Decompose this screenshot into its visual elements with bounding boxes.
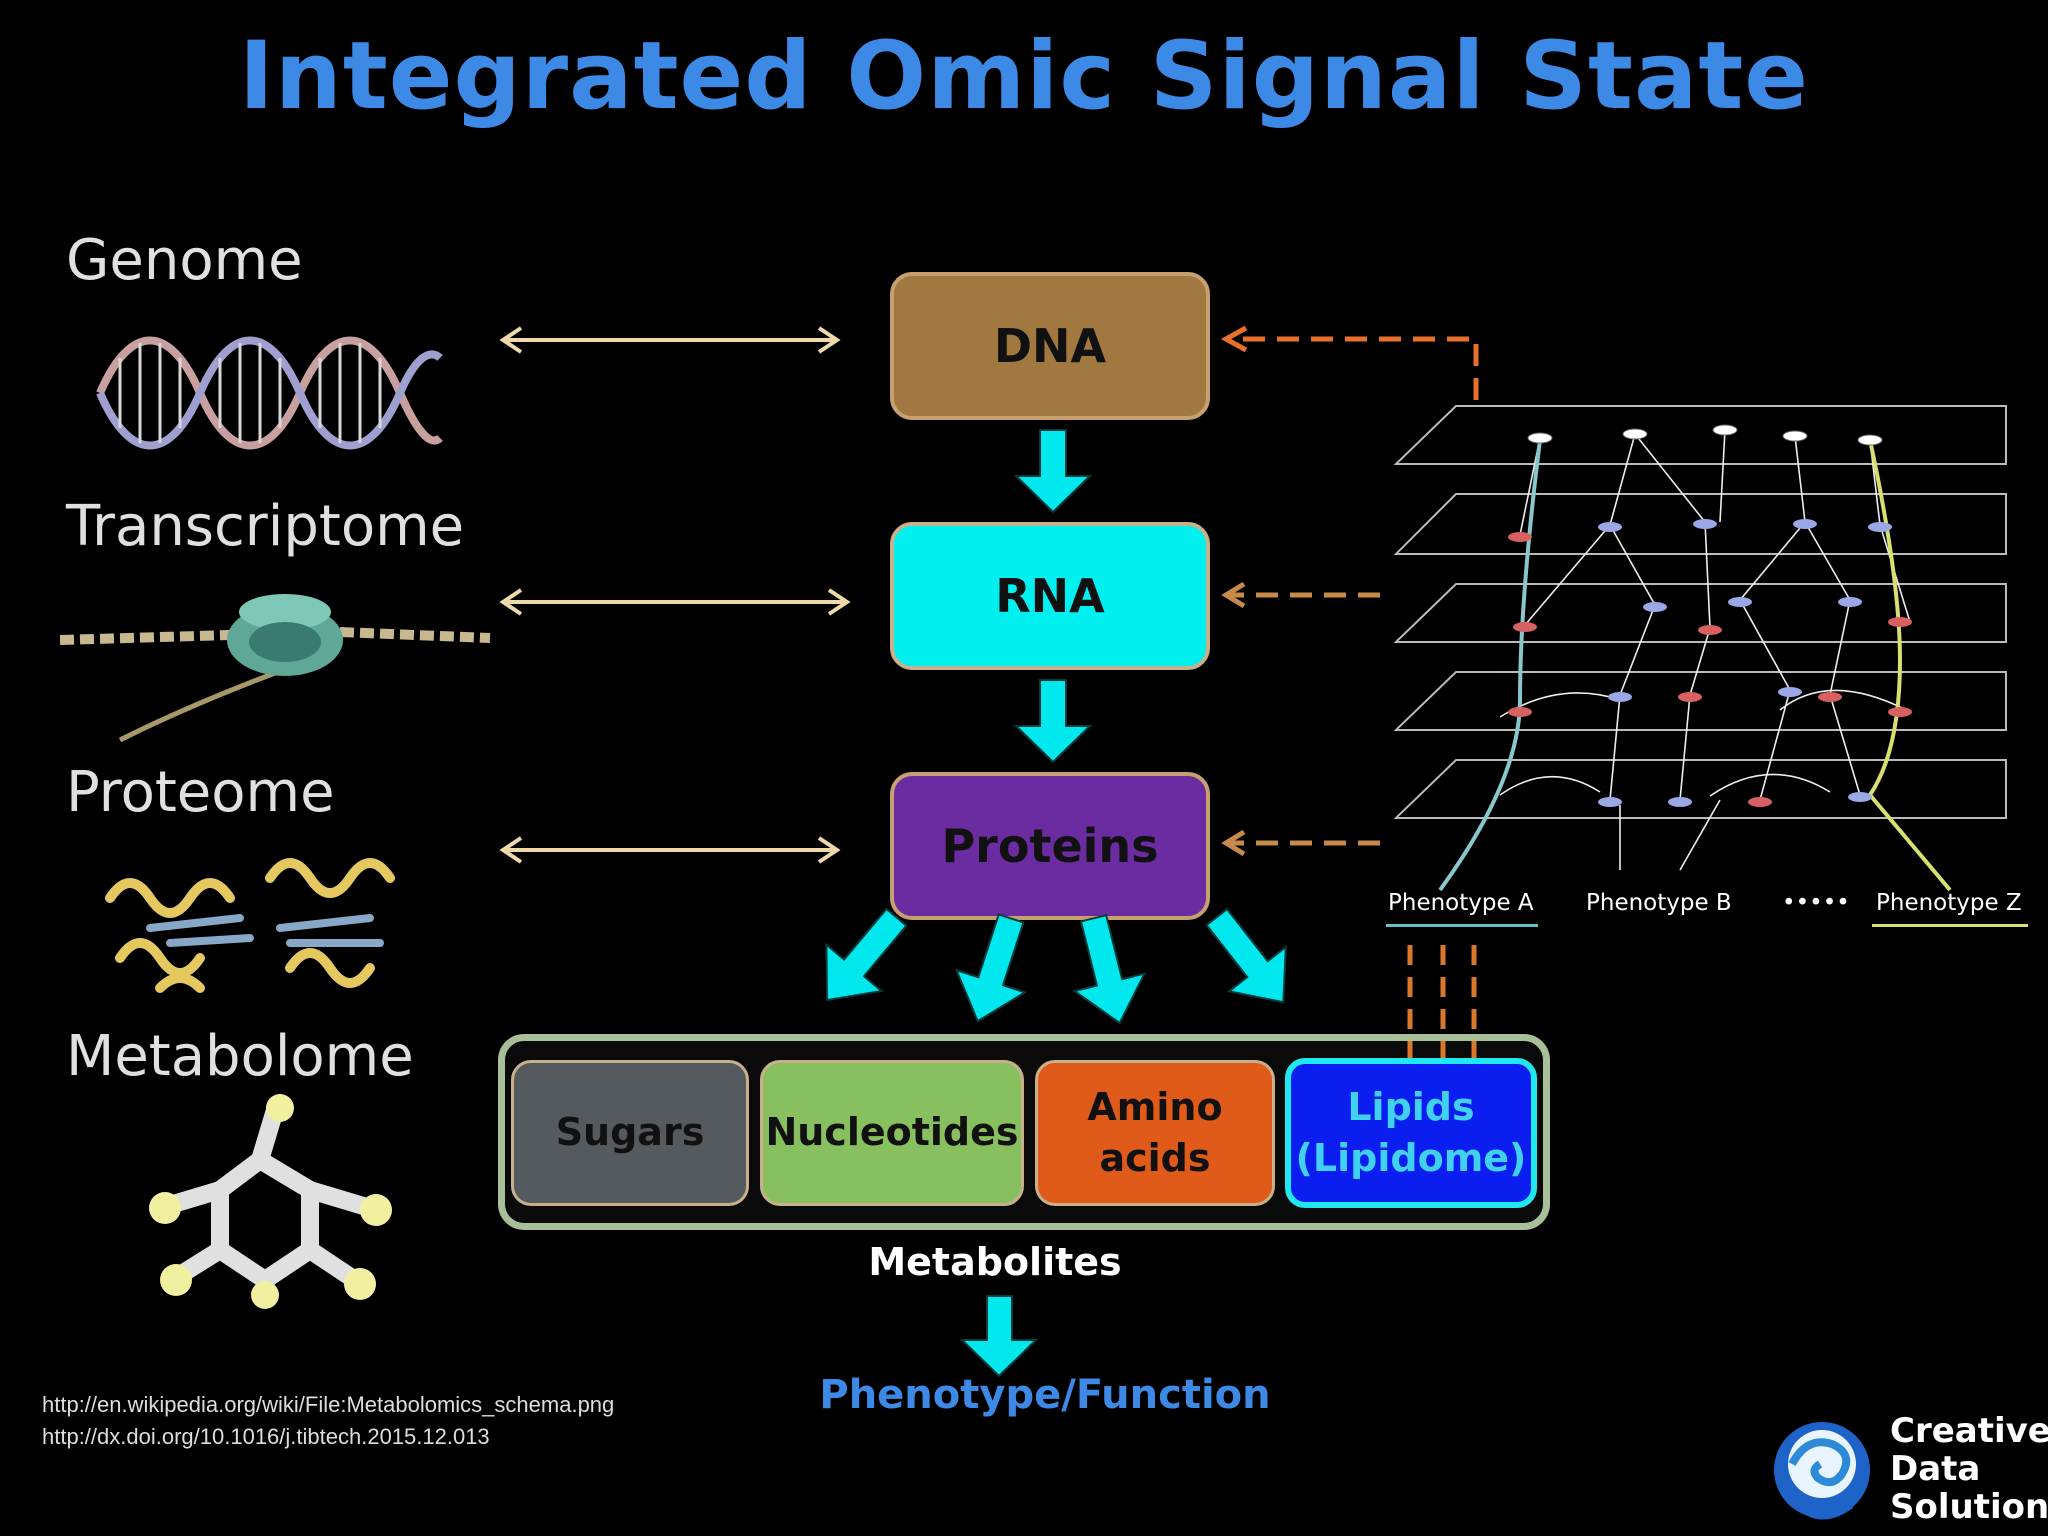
- ribosome-mrna-icon: [60, 594, 491, 743]
- phenotype-function-label: Phenotype/Function: [819, 1372, 1271, 1418]
- reference-link-1[interactable]: http://en.wikipedia.org/wiki/File:Metabo…: [42, 1392, 615, 1417]
- multilayer-network-diagram: [1393, 405, 2007, 892]
- lipids-label-line2: (Lipidome): [1295, 1136, 1527, 1180]
- nucleotides-box: Nucleotides: [760, 1060, 1024, 1206]
- feedback-arrows: [1220, 325, 1479, 1058]
- protein-structure-icon: [105, 858, 395, 993]
- lipids-box: Lipids (Lipidome): [1285, 1058, 1537, 1208]
- molecule-icon: [149, 1094, 392, 1309]
- phenotype-ellipsis: •••••: [1782, 890, 1850, 916]
- omic-label-proteome: Proteome: [66, 760, 335, 825]
- flow-arrows: [825, 429, 1287, 1378]
- amino-acids-box: Amino acids: [1035, 1060, 1275, 1206]
- logo-line-2: Data: [1890, 1449, 1981, 1490]
- omic-label-metabolome: Metabolome: [66, 1024, 414, 1089]
- company-logo-icon: [1774, 1422, 1870, 1520]
- rna-box: RNA: [890, 522, 1210, 670]
- amino-acids-label-line2: acids: [1099, 1136, 1211, 1180]
- phenotype-a-underline: [1386, 924, 1538, 927]
- metabolites-caption: Metabolites: [868, 1240, 1122, 1284]
- proteins-box: Proteins: [890, 772, 1210, 920]
- phenotype-b-label: Phenotype B: [1586, 890, 1732, 916]
- company-logo-text: Creative Data Solutions: [1890, 1412, 2048, 1526]
- omic-link-arrows: [499, 326, 851, 864]
- logo-line-3: Solutions: [1890, 1487, 2048, 1528]
- amino-acids-label-line1: Amino: [1087, 1084, 1223, 1129]
- lipids-label-line1: Lipids: [1347, 1084, 1475, 1129]
- phenotype-z-underline: [1872, 924, 2028, 927]
- omic-label-genome: Genome: [66, 228, 303, 293]
- reference-link-2[interactable]: http://dx.doi.org/10.1016/j.tibtech.2015…: [42, 1424, 490, 1449]
- phenotype-z-label: Phenotype Z: [1876, 890, 2022, 916]
- dna-box: DNA: [890, 272, 1210, 420]
- slide-title: Integrated Omic Signal State: [238, 22, 1810, 131]
- omic-label-transcriptome: Transcriptome: [66, 494, 465, 559]
- sugars-box: Sugars: [511, 1060, 749, 1206]
- dna-helix-icon: [96, 336, 443, 450]
- phenotype-a-label: Phenotype A: [1388, 890, 1534, 916]
- logo-line-1: Creative: [1890, 1411, 2048, 1451]
